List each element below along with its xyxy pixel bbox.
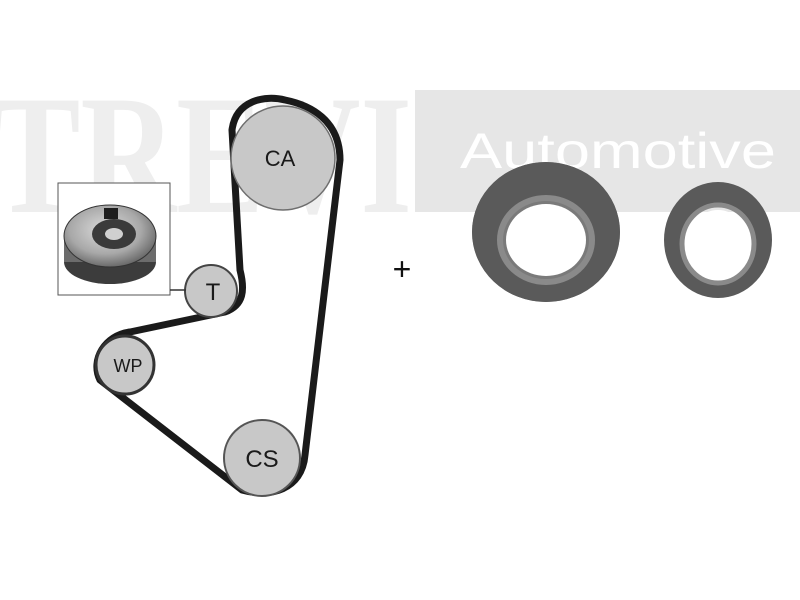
tensioner-pulley: T [184, 264, 238, 318]
crankshaft-pulley: CS [223, 419, 301, 497]
plus-sign: + [393, 251, 412, 287]
camshaft-pulley: CA [230, 105, 336, 211]
water-pump-pulley: WP [94, 334, 156, 396]
tensioner-photo [57, 182, 186, 296]
seal-large [472, 162, 620, 302]
camshaft-label: CA [265, 146, 296, 171]
watermark-tagline: Automotive [460, 123, 776, 179]
tensioner-label: T [206, 279, 221, 306]
water-pump-label: WP [114, 356, 143, 376]
crankshaft-label: CS [245, 446, 278, 473]
seal-small [664, 182, 772, 298]
